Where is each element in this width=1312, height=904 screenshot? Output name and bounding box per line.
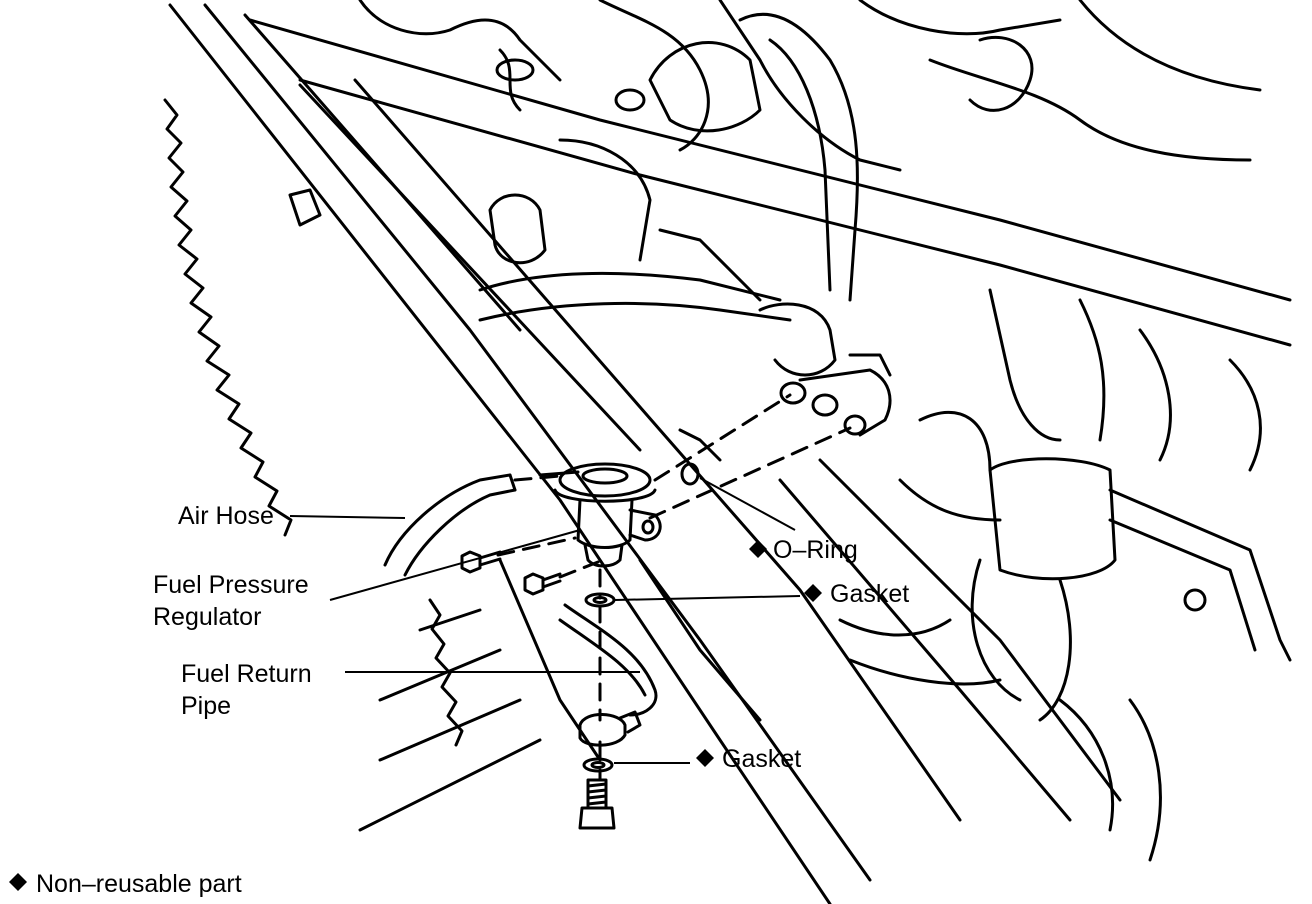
label-fuel-return-pipe-1: Fuel Return <box>181 660 312 688</box>
label-fuel-pressure-regulator-2: Regulator <box>153 603 261 631</box>
cross-beam-top <box>248 18 1292 302</box>
gasket-lower-inner <box>590 761 606 769</box>
bolt-left-head <box>460 550 482 574</box>
rail-connector-3 <box>848 353 892 377</box>
right-lower-2 <box>1038 578 1072 722</box>
lower-left-1 <box>378 648 502 702</box>
part-labels: Air Hose Fuel Pressure Regulator Fuel Re… <box>153 502 909 773</box>
right-curve-4 <box>848 658 1002 686</box>
non-reusable-diamond-icon <box>696 749 714 767</box>
regulator-nipple <box>538 470 580 477</box>
right-lower-1 <box>970 558 1022 702</box>
diagonal-rail-1 <box>168 3 832 904</box>
rail-end-1 <box>779 381 807 405</box>
alignment-lines <box>496 393 852 782</box>
fuel-return-pipe-part <box>563 603 658 717</box>
rail-end-3 <box>843 414 867 436</box>
air-hose-part-outer <box>403 488 517 577</box>
engine-top-1 <box>358 0 562 82</box>
middle-hose-1 <box>478 271 782 302</box>
right-structure-1 <box>988 288 1062 442</box>
non-reusable-diamond-icon <box>804 584 822 602</box>
middle-hose-2 <box>478 301 792 322</box>
union-nut <box>618 710 642 734</box>
union-bolt-head <box>578 806 616 830</box>
right-lower-4 <box>1058 698 1115 832</box>
union-fitting <box>578 713 627 747</box>
right-structure-3 <box>1138 328 1172 462</box>
diagonal-rail-5 <box>353 78 962 822</box>
label-o-ring: O–Ring <box>773 536 858 564</box>
right-arm-2 <box>1108 518 1257 652</box>
label-gasket-upper: Gasket <box>830 580 909 608</box>
engine-top-6 <box>928 58 1252 162</box>
rail-end-2 <box>811 393 839 417</box>
lower-left-3 <box>358 738 542 832</box>
air-hose-end <box>508 473 517 492</box>
label-fuel-pressure-regulator-1: Fuel Pressure <box>153 571 309 599</box>
engine-hose-top-2 <box>768 38 832 292</box>
rail-connector-4 <box>678 428 722 462</box>
non-reusable-diamond-icon <box>749 540 767 558</box>
engine-cap-1 <box>495 58 535 82</box>
diagonal-rail-2 <box>203 3 872 882</box>
engine-top-4 <box>858 0 1062 36</box>
lower-left-5 <box>498 558 602 762</box>
air-hose-part <box>383 473 512 567</box>
engine-cap-2 <box>614 88 646 112</box>
bolt-mid-head <box>523 572 545 596</box>
middle-mount-1 <box>488 193 547 265</box>
right-arm <box>1108 488 1292 662</box>
black-diamond-icon <box>9 873 27 891</box>
label-fuel-return-pipe-2: Pipe <box>181 692 231 720</box>
regulator-tab-hole <box>641 519 655 535</box>
middle-mount-2 <box>558 138 652 262</box>
right-structure-2 <box>1078 298 1106 442</box>
right-lower-3 <box>1128 698 1162 862</box>
engine-top-3 <box>718 0 902 172</box>
diagonal-rail-7 <box>778 478 1072 822</box>
regulator-top-cap-inner <box>581 467 629 485</box>
rail-connector-1 <box>758 302 837 377</box>
left-wavy-edge <box>163 98 293 537</box>
label-air-hose: Air Hose <box>178 502 274 530</box>
legend: Non–reusable part <box>9 870 242 898</box>
engine-top-5 <box>1078 0 1262 92</box>
legend-text: Non–reusable part <box>36 870 242 898</box>
diagonal-rail-6 <box>818 458 1122 802</box>
left-bracket <box>288 188 322 227</box>
leader-lines <box>289 477 801 764</box>
engine-hose-top <box>738 12 859 302</box>
middle-mount-3 <box>658 228 762 302</box>
engine-top-2 <box>598 0 710 152</box>
right-curve-2 <box>918 410 992 472</box>
regulator-flange <box>553 488 657 503</box>
label-gasket-lower: Gasket <box>722 745 801 773</box>
cross-beam-bottom <box>298 78 1292 347</box>
rail-connector-2 <box>798 368 892 437</box>
lower-left-2 <box>378 698 522 762</box>
regulator-outlet <box>583 543 624 568</box>
fuel-return-pipe-outer <box>558 618 647 697</box>
engine-background-art <box>163 0 1292 904</box>
right-block <box>988 457 1117 581</box>
diagonal-rail-4 <box>298 83 642 452</box>
gasket-lower-part <box>582 757 614 773</box>
right-curve-1 <box>898 478 1002 522</box>
right-curve-3 <box>838 618 952 637</box>
regulator-body <box>576 498 634 549</box>
right-arm-hole <box>1183 588 1207 612</box>
bolt-mid-shank <box>541 572 562 589</box>
o-ring-part <box>680 462 700 486</box>
right-structure-4 <box>1228 358 1262 472</box>
lower-left-4 <box>418 608 482 632</box>
union-bolt-threads <box>586 782 608 806</box>
regulator-top-cap <box>558 462 652 498</box>
engine-bracket-1 <box>648 41 762 133</box>
engine-bracket-2 <box>968 35 1034 112</box>
lower-left-6 <box>638 558 762 722</box>
